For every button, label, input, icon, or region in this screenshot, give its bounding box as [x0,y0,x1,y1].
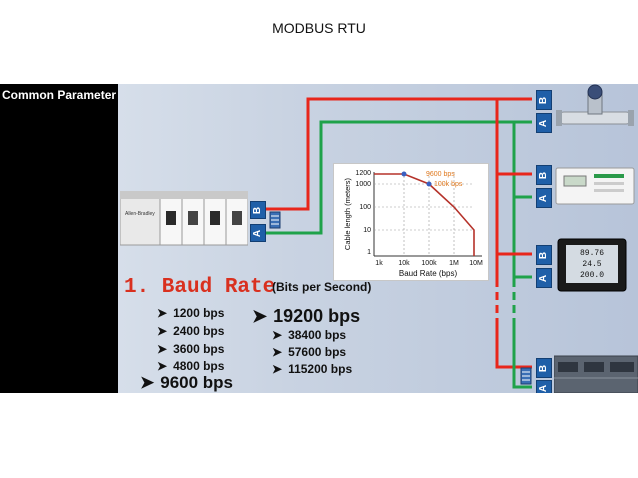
baud-item: ➤1200 bps [157,306,225,320]
baud-item: ➤2400 bps [157,324,225,338]
flow-meter-device [556,84,634,126]
green-wire-bottom [512,324,532,389]
baud-item: ➤38400 bps [272,328,347,342]
red-wire-main [266,97,532,211]
sidebar-label: Common Parameter [2,88,117,102]
xtick-100k: 100k [421,260,437,267]
xtick-10M: 10M [469,260,483,267]
baud-item: ➤3600 bps [157,342,225,356]
meter-readout-3: 200.0 [580,271,604,280]
cable-length-curve [374,173,475,256]
termination-resistor-bottom [520,367,532,385]
meter-readout-2: 24.5 [582,260,601,269]
device2-terminal-a: A [536,188,552,208]
green-wire-main [266,120,532,235]
page-title: MODBUS RTU [272,20,366,36]
annotation-100k: 100k bps [434,181,463,188]
cable-length-chart: 9600 bps 100k bps 1200 1000 100 10 1 1k … [333,163,489,281]
baud-subtitle: (Bits per Second) [272,280,372,294]
xtick-1k: 1k [375,260,383,267]
baud-item-highlight: ➤9600 bps [140,373,234,392]
xtick-1M: 1M [449,260,459,267]
ytick-1200: 1200 [355,170,371,177]
device1-terminal-a: A [536,113,552,133]
bottom-plc-device [554,355,638,393]
device1-terminal-b: B [536,90,552,110]
meter-readout-1: 89.76 [580,249,604,258]
baud-item: ➤57600 bps [272,345,347,359]
wiring-diagram [266,97,532,389]
device4-terminal-a: A [536,380,552,393]
baud-item: ➤4800 bps [157,359,225,373]
point-9600 [401,171,407,177]
annotation-9600: 9600 bps [426,171,455,178]
xtick-10k: 10k [398,260,410,267]
chart-ylabel: Cable length (meters) [343,177,352,250]
red-wire-bottom [495,324,532,369]
sidebar: Common Parameter [0,84,118,393]
plc-terminal-a: A [250,224,266,242]
ytick-1: 1 [367,249,371,256]
ytick-100: 100 [359,204,371,211]
device2-terminal-b: B [536,165,552,185]
chart-xlabel: Baud Rate (bps) [399,269,458,278]
termination-resistor-plc [269,211,281,229]
plc-terminal-b: B [250,201,266,219]
baud-heading: 1. Baud Rate [124,276,276,299]
plc-controller: Allen-Bradley [120,191,248,246]
point-100k [426,181,432,187]
energy-meter-device [555,167,635,205]
ytick-1000: 1000 [355,181,371,188]
device4-terminal-b: B [536,358,552,378]
baud-item: ➤115200 bps [272,362,353,376]
ytick-10: 10 [363,227,371,234]
multifunction-meter-device: 89.76 24.5 200.0 [557,238,627,292]
slide-image: Common Parameter [0,84,638,393]
baud-item-highlight: ➤19200 bps [252,306,361,326]
device3-terminal-a: A [536,268,552,288]
device3-terminal-b: B [536,245,552,265]
plc-brand: Allen-Bradley [125,211,155,217]
